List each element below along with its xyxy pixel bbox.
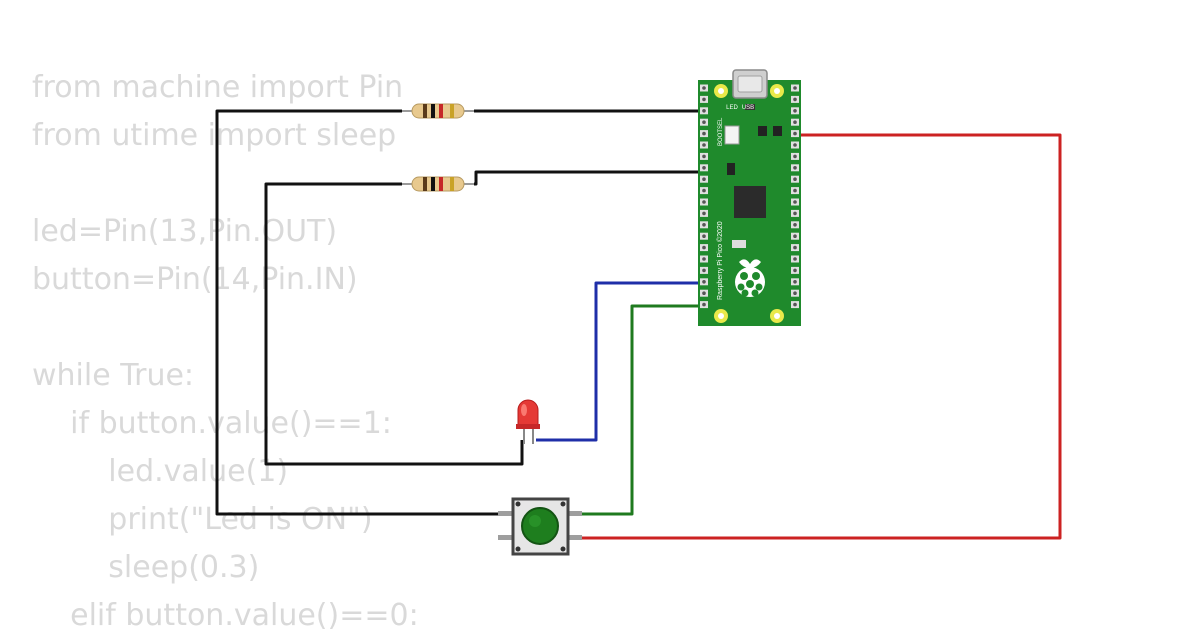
raspberry-logo-icon xyxy=(735,259,765,297)
pin-hole xyxy=(793,86,797,90)
pin-hole xyxy=(702,280,706,284)
pin-hole xyxy=(793,177,797,181)
pin-hole xyxy=(793,200,797,204)
pin-hole xyxy=(793,280,797,284)
pin-header-right xyxy=(791,84,799,309)
wire-black-led[interactable] xyxy=(474,170,700,186)
pin-hole xyxy=(702,302,706,307)
rp2040-chip xyxy=(734,186,766,218)
pin-hole xyxy=(793,245,797,250)
usb-label: USB xyxy=(742,105,754,111)
bootsel-button[interactable] xyxy=(724,125,740,145)
pin-hole xyxy=(793,154,797,159)
pin-hole xyxy=(793,188,797,193)
pin-hole xyxy=(702,245,706,250)
pin-hole xyxy=(793,143,797,147)
pin-hole xyxy=(793,223,797,227)
red-led[interactable] xyxy=(516,399,540,444)
resistor-2[interactable] xyxy=(402,176,474,192)
wire-blue[interactable] xyxy=(536,281,700,442)
wire-black-led[interactable] xyxy=(264,182,524,466)
pin-hole xyxy=(793,131,797,136)
wire-green[interactable] xyxy=(580,304,700,516)
wire-red[interactable] xyxy=(580,133,1062,540)
pin-hole xyxy=(702,268,706,273)
pin-hole xyxy=(793,302,797,307)
pin-hole xyxy=(702,223,706,227)
pin-hole xyxy=(793,234,797,238)
pin-hole xyxy=(793,97,797,102)
pin-hole xyxy=(702,97,706,102)
pin-hole xyxy=(702,109,706,113)
pin-hole xyxy=(702,120,706,124)
pin-hole xyxy=(702,86,706,90)
pin-hole xyxy=(702,234,706,238)
pin-hole xyxy=(793,109,797,113)
raspberry-pi-pico[interactable]: LED USB BOOTSEL Raspberry Pi Pico ©2020 xyxy=(698,69,801,326)
pin-hole xyxy=(702,177,706,181)
pin-hole xyxy=(793,211,797,216)
pin-hole xyxy=(702,143,706,147)
push-button[interactable] xyxy=(498,497,582,556)
pin-hole xyxy=(702,200,706,204)
board-name-label: Raspberry Pi Pico ©2020 xyxy=(716,221,724,300)
pin-hole xyxy=(702,211,706,216)
pin-hole xyxy=(793,166,797,170)
wire-black-button[interactable] xyxy=(215,109,500,516)
pin-hole xyxy=(793,120,797,124)
pin-header-left xyxy=(700,84,708,309)
pin-hole xyxy=(793,268,797,273)
pin-hole xyxy=(793,291,797,296)
resistor-1[interactable] xyxy=(402,103,474,119)
pin-hole xyxy=(702,131,706,136)
led-label: LED xyxy=(726,105,738,111)
bootsel-label: BOOTSEL xyxy=(718,117,724,146)
pin-hole xyxy=(702,291,706,296)
pin-hole xyxy=(702,188,706,193)
pin-hole xyxy=(702,166,706,170)
pin-hole xyxy=(702,257,706,261)
pin-hole xyxy=(793,257,797,261)
pin-hole xyxy=(702,154,706,159)
